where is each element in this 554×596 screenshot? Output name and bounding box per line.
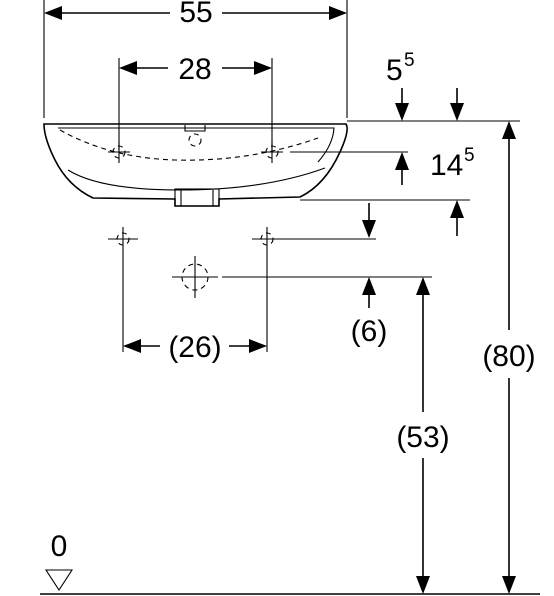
waste-connection — [172, 256, 218, 298]
tap-hole-right — [261, 141, 283, 163]
basin-rim — [58, 127, 335, 163]
rim-offset-superscript: 5 — [404, 50, 415, 71]
washbasin-outline — [43, 123, 348, 207]
arrow-down-icon — [362, 220, 376, 238]
rim-offset-dimension: 5 5 — [386, 50, 464, 121]
level-triangle-icon — [44, 569, 74, 592]
floor-level-label: 0 — [51, 530, 68, 563]
overall-width-dimension: 55 — [43, 0, 348, 118]
basin-body — [43, 123, 348, 207]
arrow-right-icon — [329, 6, 347, 20]
rim-height-label: (80) — [482, 340, 535, 373]
arrow-left-icon — [119, 61, 137, 75]
tap-hole-left — [108, 141, 130, 163]
rim-depth-superscript: 5 — [464, 145, 475, 166]
rim-offset-label: 5 — [386, 54, 403, 87]
arrow-left-icon — [44, 6, 62, 20]
waste-offset-dimension: (6) — [351, 277, 388, 348]
overall-width-label: 55 — [179, 0, 212, 29]
arrow-down-icon — [502, 576, 516, 594]
arrow-up-icon — [450, 200, 464, 218]
fixing-hole-right — [252, 227, 282, 251]
rim-height-dimension: (80) — [476, 121, 542, 594]
arrow-right-icon — [254, 61, 272, 75]
rim-depth-dimension: 14 5 — [395, 145, 475, 185]
floor-level: 0 — [40, 530, 540, 595]
rim-depth-label: 14 — [430, 149, 463, 182]
waste-height-label: (53) — [396, 421, 449, 454]
waste-height-dimension: (53) — [392, 277, 454, 594]
arrow-up-icon — [502, 121, 516, 139]
arrow-down-icon — [416, 576, 430, 594]
arrow-right-icon — [249, 339, 267, 353]
arrow-up-icon — [362, 277, 376, 295]
arrow-up-icon — [416, 277, 430, 295]
fixing-spacing-label: (26) — [168, 331, 221, 364]
bowl-hidden-line — [59, 129, 319, 161]
arrow-down-icon — [395, 103, 409, 121]
waste-offset-label: (6) — [351, 315, 388, 348]
fixing-spacing-dimension: (26) — [123, 331, 267, 364]
waste-outlet — [174, 188, 220, 207]
arrow-left-icon — [123, 339, 141, 353]
tap-hole-spacing-dimension: 28 — [118, 53, 273, 150]
fixing-hole-left — [108, 227, 138, 251]
basin-inner-curve — [67, 167, 326, 191]
overflow-hole — [188, 133, 202, 147]
arrow-down-icon — [450, 103, 464, 121]
overflow-slot — [184, 125, 206, 132]
arrow-up-icon — [395, 152, 409, 170]
tap-hole-spacing-label: 28 — [178, 53, 211, 86]
basin-bottom-arrows — [362, 200, 464, 238]
